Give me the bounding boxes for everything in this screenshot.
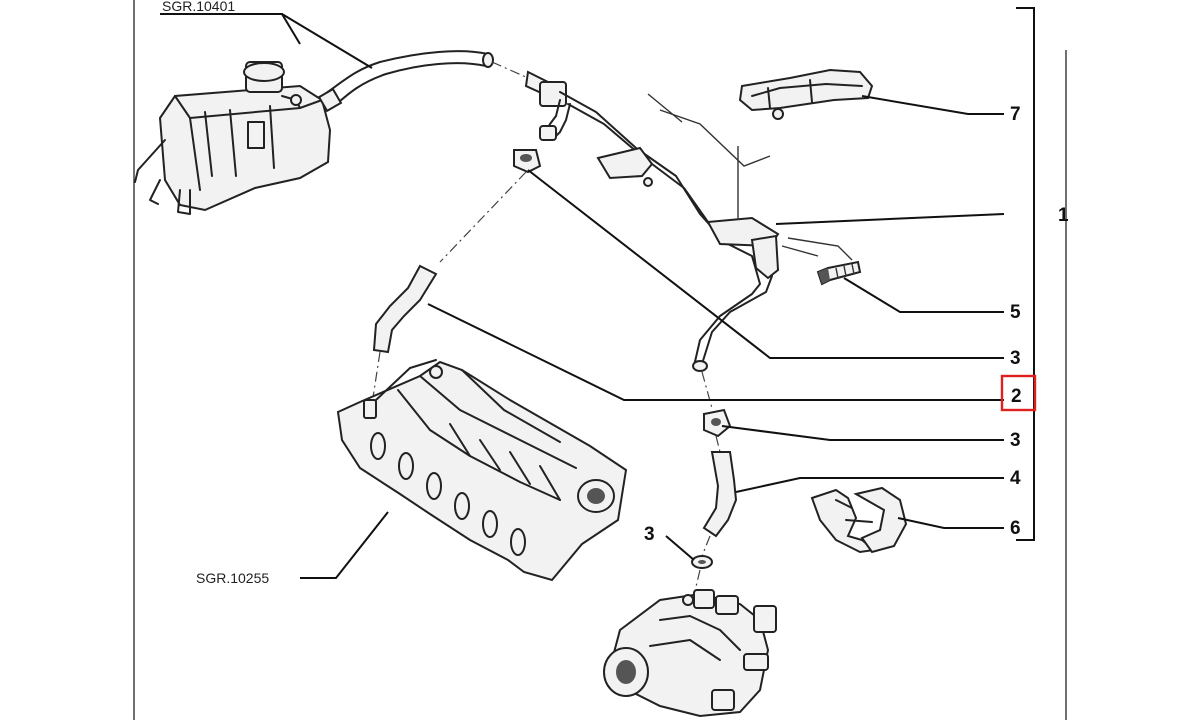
callout-1[interactable]: 1 bbox=[1058, 205, 1069, 226]
callout-5[interactable]: 5 bbox=[1010, 302, 1021, 323]
callout-2[interactable]: 2 bbox=[1011, 386, 1022, 407]
reference-leader-manifold bbox=[300, 511, 389, 579]
hose-clamp-middle[interactable] bbox=[703, 408, 732, 438]
reference-leader-tank bbox=[160, 13, 373, 69]
diagram-frame bbox=[133, 0, 1067, 720]
hose-clip-part-6[interactable] bbox=[810, 486, 908, 554]
hose-part-4[interactable] bbox=[702, 451, 738, 538]
callout-3-upper[interactable]: 3 bbox=[1010, 348, 1021, 369]
callout-leaders bbox=[427, 95, 1005, 561]
upper-coolant-hose[interactable] bbox=[317, 50, 494, 113]
group-bracket bbox=[1016, 7, 1035, 541]
thermostat-housing[interactable] bbox=[603, 589, 777, 718]
hose-part-2[interactable] bbox=[372, 264, 438, 354]
reference-label-manifold[interactable]: SGR.10255 bbox=[196, 570, 269, 586]
bolt-part-5[interactable] bbox=[816, 260, 862, 286]
hose-clamp-lower[interactable] bbox=[691, 555, 713, 569]
pipe-bracket[interactable] bbox=[596, 93, 853, 280]
callout-7[interactable]: 7 bbox=[1010, 104, 1021, 125]
assembly-axis-lower-3 bbox=[701, 535, 711, 557]
callout-4[interactable]: 4 bbox=[1010, 468, 1021, 489]
coolant-metal-pipe[interactable] bbox=[491, 61, 773, 372]
hose-clamp-upper[interactable] bbox=[513, 149, 542, 174]
reference-label-tank[interactable]: SGR.10401 bbox=[162, 0, 235, 14]
hose-holder-part-7[interactable] bbox=[738, 68, 874, 120]
callout-3-middle[interactable]: 3 bbox=[1010, 430, 1021, 451]
assembly-axis-lower-1 bbox=[701, 371, 713, 409]
assembly-axis-lower-2 bbox=[715, 435, 721, 453]
assembly-axis-upper bbox=[439, 171, 527, 263]
intake-manifold[interactable] bbox=[336, 359, 628, 582]
coolant-expansion-tank[interactable] bbox=[134, 61, 332, 215]
callout-3-lower[interactable]: 3 bbox=[644, 524, 655, 545]
highlight-box bbox=[1000, 374, 1037, 412]
callout-6[interactable]: 6 bbox=[1010, 518, 1021, 539]
